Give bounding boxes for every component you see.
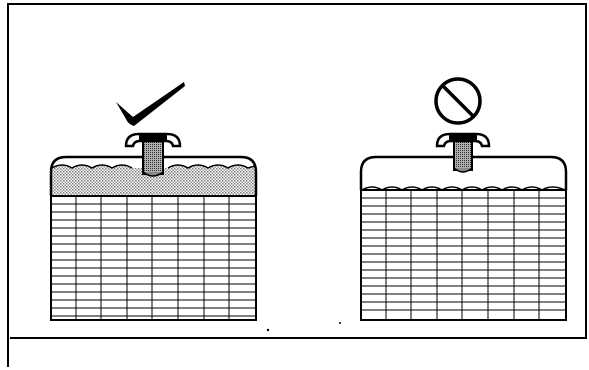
container-right xyxy=(359,155,568,321)
frame-border xyxy=(7,3,587,367)
check-mark-icon xyxy=(116,82,185,126)
correct-panel xyxy=(49,82,258,321)
scan-speck xyxy=(339,322,341,324)
prohibited-icon xyxy=(434,77,482,125)
valve-left xyxy=(124,132,182,177)
container-left xyxy=(49,155,258,321)
fill-layer-shaded xyxy=(51,165,256,196)
valve-right xyxy=(435,132,491,173)
incorrect-panel xyxy=(359,77,568,321)
scan-speck xyxy=(266,328,270,332)
